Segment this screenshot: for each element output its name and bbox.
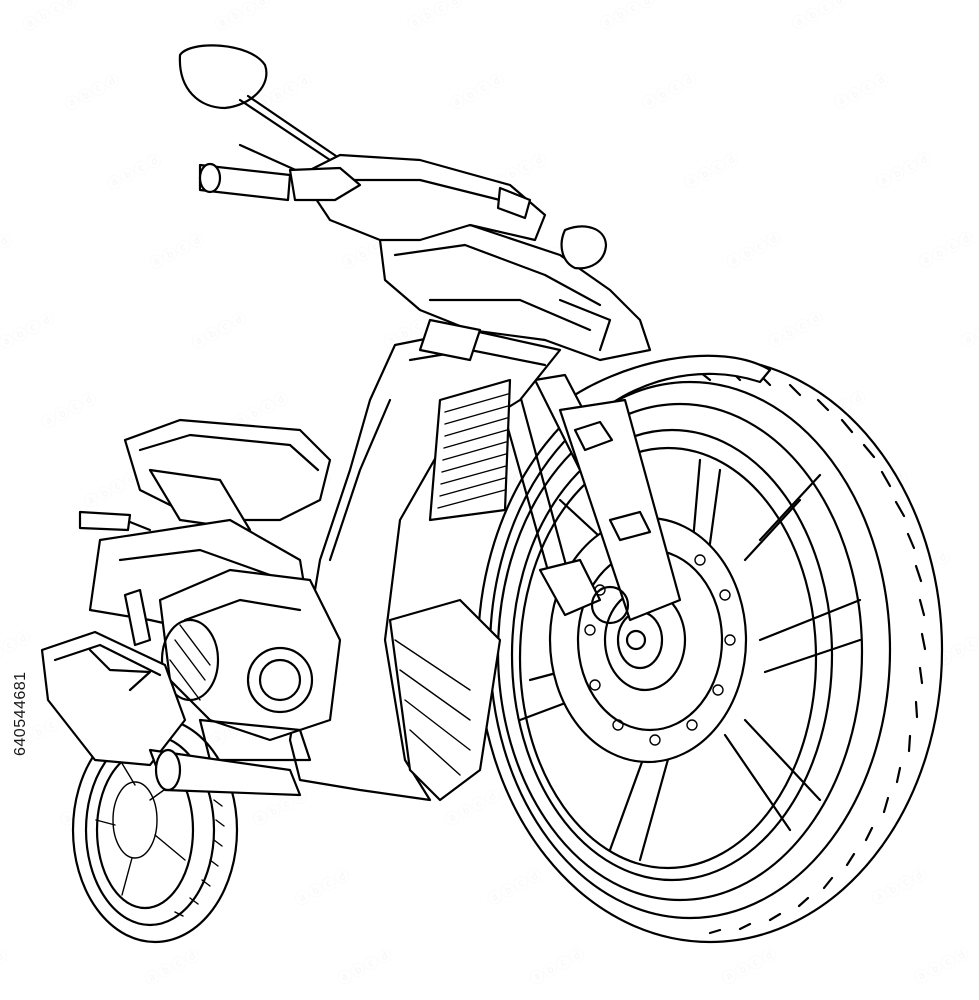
front-wheel (476, 356, 944, 944)
front-fork (498, 373, 682, 625)
front-fender (558, 354, 772, 427)
engine (158, 568, 342, 762)
stock-id: 640544681 (12, 671, 29, 756)
handlebar-and-mirror (178, 44, 362, 202)
exhaust (40, 630, 302, 797)
body-fairing (288, 153, 652, 802)
